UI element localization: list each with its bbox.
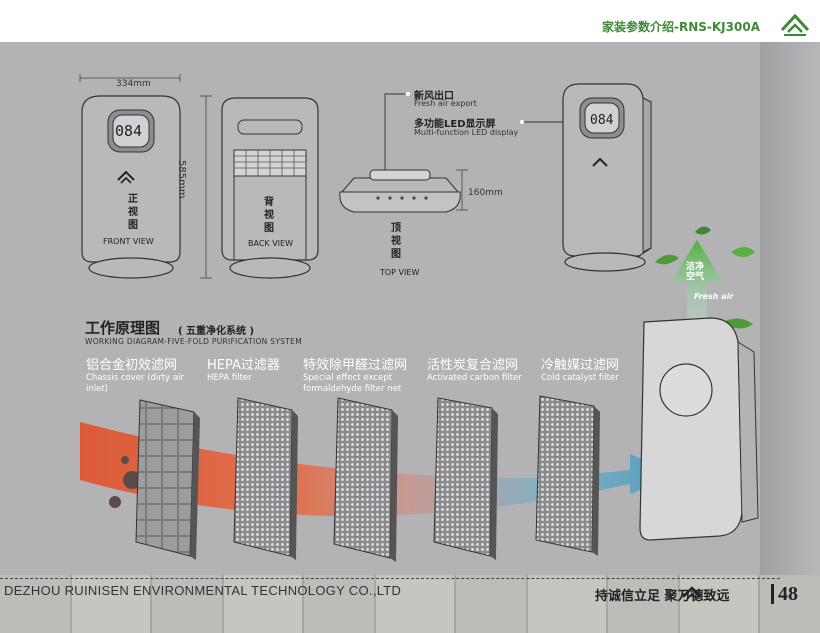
section-title: 工作原理图	[85, 319, 161, 337]
front-view-char: 图	[128, 220, 138, 231]
filter-5-en-line: Cold catalyst filter	[541, 373, 619, 383]
top-view-char: 视	[391, 236, 401, 247]
back-view-label-cn: 背 视 图	[262, 196, 276, 235]
filter-1-en: Chassis cover (dirty air inlet)	[86, 373, 184, 395]
filter-3-name: 特效除甲醛过滤网	[303, 358, 408, 373]
filter-4-en-line: Activated carbon filter	[427, 373, 522, 383]
page-title: 家装参数介绍-RNS-KJ300A	[602, 20, 760, 34]
filter-3-en-line: Special effect except	[303, 373, 392, 383]
back-view-char: 图	[264, 223, 274, 234]
height-dimension-label: 585mm	[176, 160, 187, 199]
filter-5-en: Cold catalyst filter	[541, 373, 619, 384]
purifier-side-drawing	[639, 317, 759, 541]
filter-1-en-line: inlet)	[86, 384, 108, 394]
filter-panels	[135, 395, 600, 562]
fresh-badge-line2: 空气	[686, 272, 705, 282]
fresh-air-arrow	[655, 226, 755, 334]
filter-1-name: 铝合金初效滤网	[86, 358, 178, 373]
front-view-label-cn: 正 视 图	[126, 193, 140, 232]
fresh-air-badge-en: Fresh air	[694, 292, 734, 301]
section-title-en: WORKING DIAGRAM-FIVE-FOLD PURIFICATION S…	[85, 337, 302, 346]
filter-2-en-line: HEPA filter	[207, 373, 252, 383]
callout-display-cn: 多功能LED显示屏	[414, 119, 496, 130]
front-display-number: 084	[115, 122, 143, 140]
filter-3-en-line: formaldehyde filter net	[303, 384, 402, 394]
filter-5-name: 冷触媒过滤网	[541, 358, 620, 373]
wood-floor	[0, 575, 820, 633]
front-view-char: 视	[128, 207, 138, 218]
filter-2-en: HEPA filter	[207, 373, 252, 384]
front-view-char: 正	[128, 194, 138, 205]
filter-3-en: Special effect except formaldehyde filte…	[303, 373, 401, 395]
company-name: DEZHOU RUINISEN ENVIRONMENTAL TECHNOLOGY…	[4, 583, 402, 598]
page-number: 48	[778, 583, 798, 605]
filter-carbon-panel	[433, 397, 498, 560]
leaf-icon	[731, 247, 755, 257]
leaf-icon	[655, 254, 679, 265]
leaf-icon	[695, 226, 711, 235]
back-view-char: 背	[264, 197, 274, 208]
fresh-badge-line1: 洁净	[686, 262, 705, 272]
callout-display-en: Multi-function LED display	[414, 128, 519, 137]
filter-formaldehyde-panel	[333, 397, 398, 562]
back-view-label-en: BACK VIEW	[248, 239, 293, 248]
page-number-bar	[771, 584, 774, 604]
back-view-drawing	[221, 97, 319, 279]
fresh-air-badge: 洁净 空气	[686, 262, 704, 282]
filter-2-name: HEPA过滤器	[207, 358, 280, 373]
company-slogan: 持诚信立足 聚万德致远	[595, 589, 730, 604]
top-height-dimension-label: 160mm	[468, 188, 503, 198]
filter-4-en: Activated carbon filter	[427, 373, 522, 384]
front-view-label-en: FRONT VIEW	[103, 237, 154, 246]
width-dimension-label: 334mm	[116, 79, 151, 89]
header-band	[0, 0, 820, 42]
filter-cold-catalyst-panel	[535, 395, 600, 556]
footer-divider	[0, 578, 780, 579]
filter-aluminium-panel	[135, 399, 200, 560]
perspective-unit-drawing	[562, 83, 652, 272]
callout-fresh-air-en: Fresh air export	[414, 99, 477, 108]
filter-hepa-panel	[233, 397, 298, 560]
perspective-display-number: 084	[590, 113, 614, 128]
callout-fresh-air-cn: 新风出口	[414, 91, 454, 102]
height-dimension-line	[200, 95, 212, 279]
filter-4-name: 活性炭复合滤网	[427, 358, 519, 373]
back-view-char: 视	[264, 210, 274, 221]
section-subtitle: ( 五重净化系统 )	[178, 326, 255, 337]
brand-logo-icon	[780, 13, 810, 36]
top-view-label-cn: 顶 视 图	[389, 222, 403, 261]
slogan-logo-icon	[682, 586, 702, 600]
top-view-label-en: TOP VIEW	[380, 268, 420, 277]
filter-1-en-line: Chassis cover (dirty air	[86, 373, 184, 383]
wall-corner	[760, 42, 820, 575]
front-view-drawing	[79, 74, 181, 279]
top-view-drawing	[339, 92, 468, 213]
top-view-char: 顶	[391, 223, 401, 234]
top-view-char: 图	[391, 249, 401, 260]
